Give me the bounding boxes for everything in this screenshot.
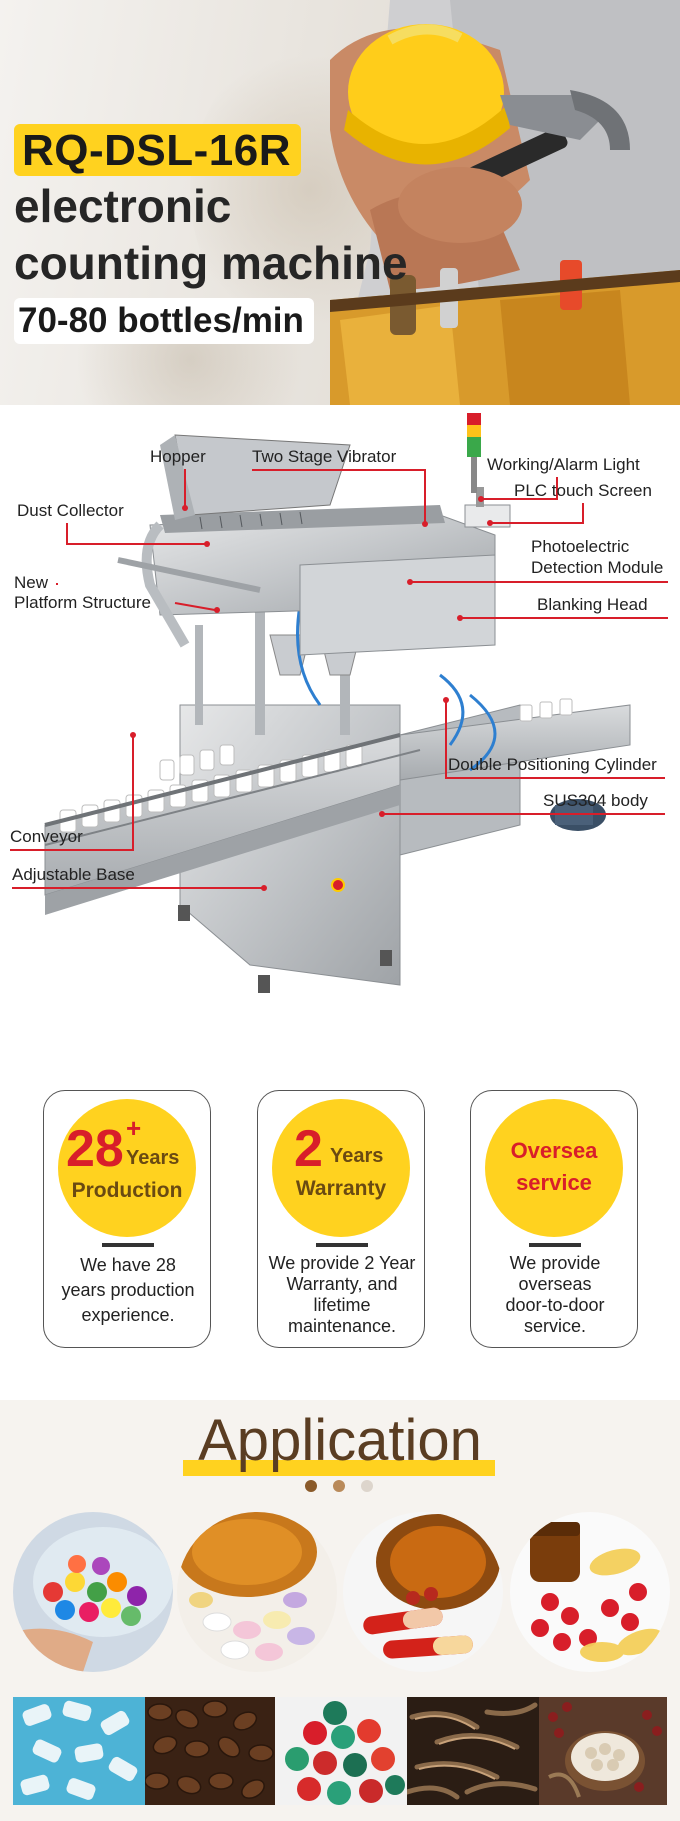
production-description: We have 28 years production experience. <box>61 1255 195 1325</box>
callout-dust-collector: Dust Collector <box>17 501 124 520</box>
callout-blanking-head: Blanking Head <box>537 595 648 614</box>
gum-pieces-image <box>13 1697 145 1805</box>
amber-bottle-capsules-image <box>343 1512 503 1672</box>
production-badge: 28 + Years Production <box>58 1099 196 1237</box>
buttons-image <box>275 1697 407 1805</box>
divider <box>316 1243 368 1247</box>
worker-with-hardhat-image <box>330 0 680 405</box>
years-number: 28 <box>66 1120 124 1178</box>
callout-photoelectric-line-2: Detection Module <box>531 558 664 577</box>
hero-banner: RQ-DSL-16R electronic counting machine 7… <box>0 0 680 405</box>
product-speed: 70-80 bottles/min <box>14 298 314 344</box>
warranty-card: 2 Years Warranty We provide 2 Year Warra… <box>257 1090 425 1348</box>
product-title-line-2: counting machine <box>14 237 408 289</box>
divider <box>529 1243 581 1247</box>
oversea-label: Oversea <box>510 1138 598 1163</box>
application-section: Application <box>0 1400 680 1821</box>
callout-platform-line-2: Platform Structure <box>14 593 151 612</box>
coffee-beans-image <box>145 1697 275 1805</box>
carousel-dot <box>305 1480 317 1492</box>
product-model: RQ-DSL-16R <box>14 124 302 176</box>
oversea-service-badge: Oversea service <box>485 1099 623 1237</box>
callout-platform-line-1: New <box>14 573 49 592</box>
callout-plc-touch-screen: PLC touch Screen <box>514 481 652 500</box>
carousel-dot <box>333 1480 345 1492</box>
callout-photoelectric-line-1: Photoelectric <box>531 537 630 556</box>
callout-adjustable-base: Adjustable Base <box>12 865 135 884</box>
warranty-label: Warranty <box>295 1177 387 1200</box>
years-unit: Years <box>126 1147 180 1169</box>
feature-cards: 28 + Years Production We have 28 years p… <box>0 1090 680 1350</box>
application-title: Application <box>198 1408 482 1473</box>
softgel-capsules-image <box>510 1512 670 1672</box>
warranty-years-number: 2 <box>294 1120 323 1178</box>
warranty-years-unit: Years <box>330 1145 384 1167</box>
dried-herbs-image <box>407 1697 539 1805</box>
production-experience-card: 28 + Years Production We have 28 years p… <box>43 1090 211 1348</box>
plus-sign: + <box>126 1113 142 1143</box>
title-highlight <box>183 1460 495 1476</box>
callout-double-positioning-cylinder: Double Positioning Cylinder <box>448 755 657 774</box>
carousel-dot <box>361 1480 373 1492</box>
amber-bottle-pills-image <box>177 1512 337 1672</box>
service-label: service <box>516 1170 592 1195</box>
production-label: Production <box>71 1179 183 1202</box>
traditional-medicine-image <box>539 1697 667 1805</box>
divider <box>102 1243 154 1247</box>
product-title-line-1: electronic <box>14 180 232 232</box>
callout-sus304-body: SUS304 body <box>543 791 648 810</box>
machine-diagram: Hopper Two Stage Vibrator Working/Alarm … <box>0 405 680 1045</box>
oversea-service-description: We provide overseas door-to-door service… <box>505 1253 605 1336</box>
callout-working-alarm-light: Working/Alarm Light <box>487 455 640 474</box>
callout-hopper: Hopper <box>150 447 206 466</box>
warranty-badge: 2 Years Warranty <box>272 1099 410 1237</box>
candy-jar-image <box>13 1512 173 1672</box>
callout-two-stage-vibrator: Two Stage Vibrator <box>252 447 397 466</box>
counting-machine-illustration <box>44 413 631 993</box>
callout-conveyor: Conveyor <box>10 827 83 846</box>
oversea-service-card: Oversea service We provide overseas door… <box>470 1090 638 1348</box>
warranty-description: We provide 2 Year Warranty, and lifetime… <box>268 1253 416 1336</box>
